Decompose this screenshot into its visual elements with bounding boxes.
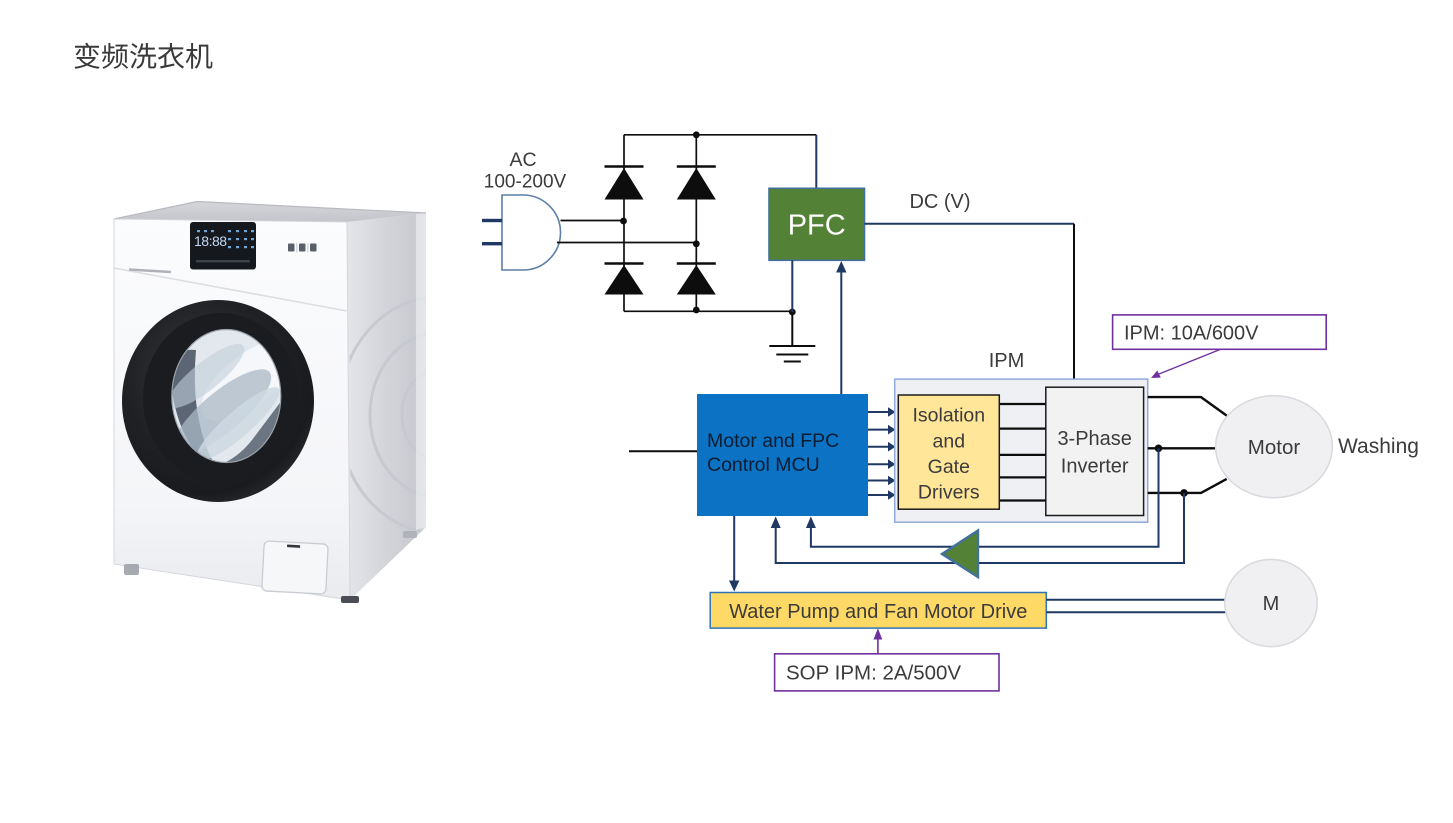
svg-text:Washing: Washing	[1338, 435, 1419, 458]
svg-text:Control MCU: Control MCU	[707, 454, 820, 476]
svg-text:and: and	[933, 430, 966, 452]
svg-text:18:88: 18:88	[194, 233, 227, 249]
svg-text:Motor and FPC: Motor and FPC	[707, 430, 839, 452]
svg-text:Water Pump and Fan Motor Drive: Water Pump and Fan Motor Drive	[729, 601, 1027, 623]
svg-text:PFC: PFC	[788, 210, 846, 242]
svg-text:Drivers: Drivers	[918, 482, 980, 504]
svg-text:M: M	[1263, 593, 1280, 615]
svg-text:Isolation: Isolation	[912, 405, 985, 427]
svg-text:IPM: IPM	[989, 350, 1025, 372]
svg-text:Inverter: Inverter	[1061, 455, 1129, 477]
svg-text:Motor: Motor	[1248, 436, 1301, 459]
svg-text:3-Phase: 3-Phase	[1057, 428, 1132, 450]
svg-text:AC: AC	[509, 149, 536, 171]
svg-text:IPM: 10A/600V: IPM: 10A/600V	[1124, 323, 1259, 345]
svg-text:SOP IPM: 2A/500V: SOP IPM: 2A/500V	[786, 662, 961, 685]
svg-text:Gate: Gate	[928, 456, 970, 478]
svg-text:100-200V: 100-200V	[484, 172, 567, 193]
svg-text:DC (V): DC (V)	[909, 191, 970, 213]
